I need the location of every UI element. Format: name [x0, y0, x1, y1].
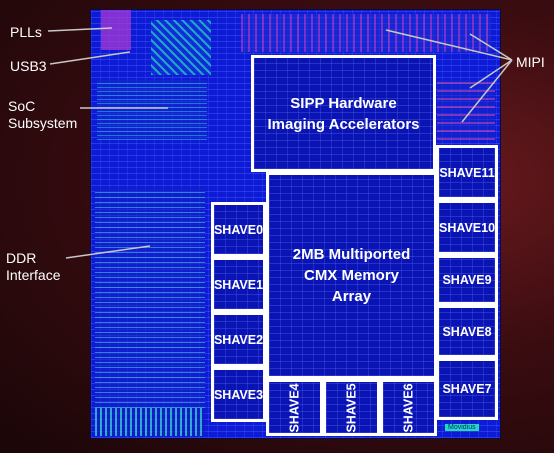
soc-region [97, 80, 207, 140]
soc-label-line2: Subsystem [8, 115, 78, 131]
cmx-label-line1: 2MB Multiported [292, 246, 411, 263]
shave2-label: SHAVE2 [213, 332, 264, 347]
shave11-label: SHAVE11 [439, 165, 495, 180]
mipi-pointer-4 [461, 59, 513, 123]
plls-label: PLLs [10, 24, 42, 40]
ddr-label: DDR Interface [6, 250, 60, 284]
chip-die: SIPP Hardware Imaging Accelerators 2MB M… [91, 10, 500, 438]
shave0-label: SHAVE0 [213, 222, 264, 237]
usb3-label: USB3 [10, 58, 47, 74]
shave7-label: SHAVE7 [442, 382, 492, 396]
mipi-pointer-1 [385, 29, 513, 61]
shave10-block: SHAVE10 [436, 200, 498, 255]
shave7-block: SHAVE7 [436, 358, 498, 420]
shave6-block: SHAVE6 [380, 379, 437, 436]
shave9-label: SHAVE9 [442, 273, 492, 287]
mipi-label: MIPI [516, 54, 545, 70]
usb3-pointer [49, 51, 131, 65]
shave11-block: SHAVE11 [436, 145, 498, 200]
shave9-block: SHAVE9 [436, 255, 498, 305]
mipi-region-right [437, 80, 495, 140]
ddr-label-line1: DDR [6, 250, 37, 266]
shave2-block: SHAVE2 [211, 312, 266, 367]
movidius-logo: Movidius [445, 424, 479, 431]
mipi-pointer-2 [469, 33, 513, 61]
shave8-label: SHAVE8 [442, 324, 492, 339]
sipp-accelerator-block: SIPP Hardware Imaging Accelerators [251, 55, 436, 172]
cmx-label-line2: CMX Memory [303, 267, 400, 284]
sipp-label-line2: Imaging Accelerators [267, 115, 420, 133]
shave3-block: SHAVE3 [211, 367, 266, 422]
ddr-pointer [65, 245, 151, 259]
sipp-label-line1: SIPP Hardware [290, 94, 397, 112]
shave1-block: SHAVE1 [211, 257, 266, 312]
soc-label: SoC Subsystem [8, 98, 77, 132]
ddr-label-line2: Interface [6, 267, 61, 283]
pll-region [101, 10, 131, 50]
shave8-block: SHAVE8 [436, 305, 498, 358]
shave0-block: SHAVE0 [211, 202, 266, 257]
shave1-label: SHAVE1 [213, 277, 264, 292]
shave3-label: SHAVE3 [213, 387, 264, 402]
shave10-label: SHAVE10 [438, 220, 496, 235]
cmx-label-line3: Array [331, 288, 372, 305]
cmx-memory-block: 2MB Multiported CMX Memory Array [266, 172, 437, 379]
mipi-pointer-3 [469, 59, 513, 89]
shave4-block: SHAVE4 [266, 379, 323, 436]
shave5-block: SHAVE5 [323, 379, 380, 436]
plls-pointer [47, 27, 113, 32]
soc-label-line1: SoC [8, 98, 36, 114]
usb3-region [151, 20, 211, 75]
ddr-io-region [95, 408, 205, 436]
ddr-region [95, 188, 205, 408]
